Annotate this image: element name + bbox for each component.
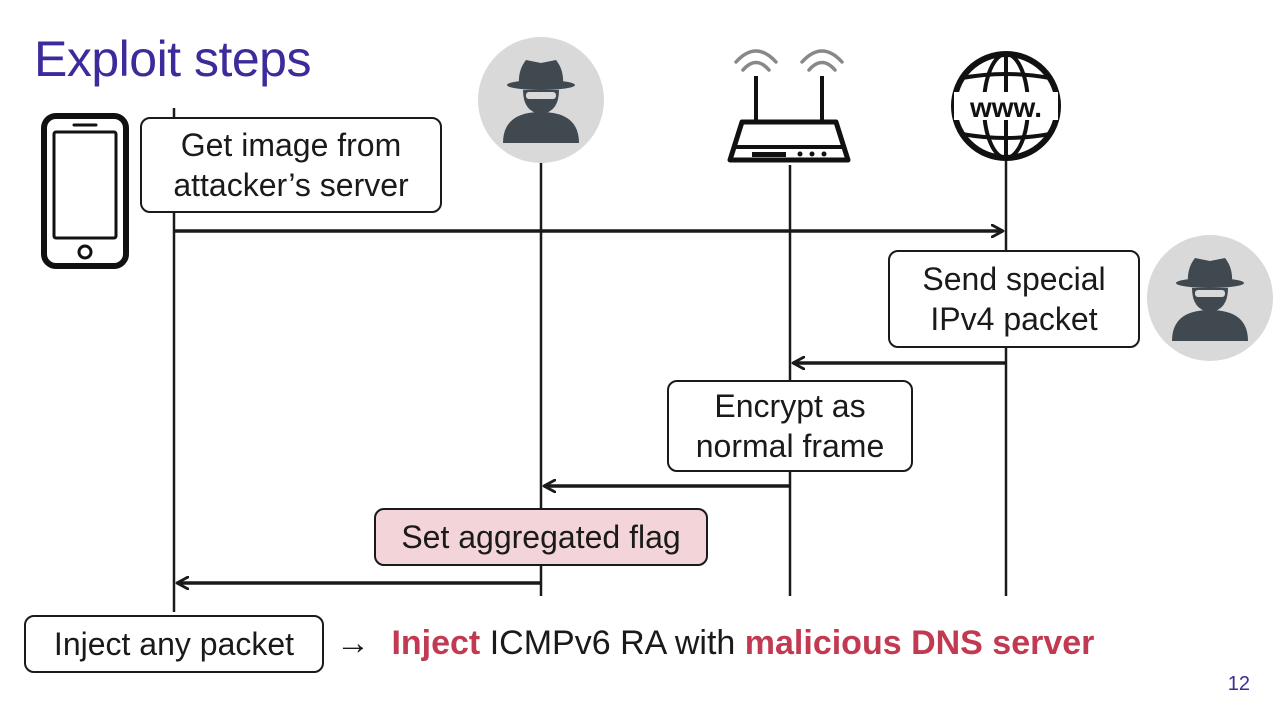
attacker-icon: [478, 37, 604, 163]
phone-icon: [41, 113, 129, 269]
step-label: Get image from: [180, 127, 402, 163]
page-number: 12: [1227, 673, 1250, 695]
router-icon: [727, 49, 851, 163]
step-label: attacker’s server: [173, 167, 409, 203]
www-label: www.: [969, 92, 1042, 123]
attacker-icon: [1147, 235, 1273, 361]
step-label: IPv4 packet: [930, 301, 1098, 337]
right-arrow-icon: →: [336, 624, 370, 662]
step-box-encrypt: Encrypt as normal frame: [667, 380, 913, 472]
step-label: Send special: [922, 261, 1106, 297]
globe-www-icon: www.: [951, 51, 1061, 161]
step-label: Encrypt as: [714, 388, 866, 424]
step-box-set-flag: Set aggregated flag: [374, 508, 708, 566]
step-label: normal frame: [695, 428, 885, 464]
conclusion-inject: Inject: [391, 624, 481, 662]
step-label: Inject any packet: [53, 626, 295, 662]
conclusion-malicious: malicious DNS server: [744, 624, 1095, 662]
step-label: Set aggregated flag: [401, 519, 681, 555]
step-box-inject-any: Inject any packet: [24, 615, 324, 673]
step-box-send-packet: Send special IPv4 packet: [888, 250, 1140, 348]
conclusion-middle: ICMPv6 RA with: [480, 624, 745, 662]
slide-title: Exploit steps: [34, 31, 311, 87]
step-box-get-image: Get image from attacker’s server: [140, 117, 442, 213]
conclusion-line: → Inject ICMPv6 RA with malicious DNS se…: [336, 624, 1094, 663]
